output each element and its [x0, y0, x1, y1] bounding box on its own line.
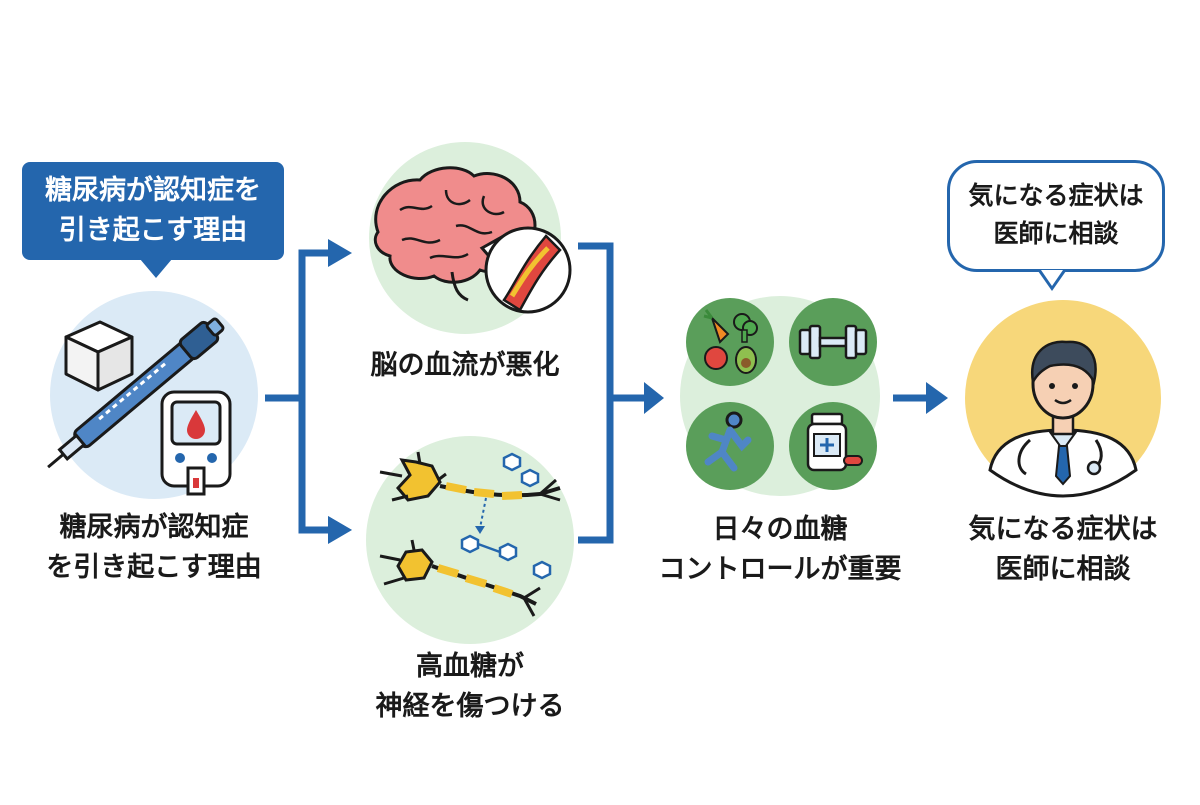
- brain-caption-text: 脳の血流が悪化: [370, 350, 560, 381]
- diabetes-caption-line-1: 糖尿病が認知症: [59, 512, 249, 543]
- merge-bracket: [578, 242, 648, 544]
- bubble-line-1: 気になる症状は: [968, 181, 1144, 210]
- neuron-icon: [379, 451, 561, 617]
- branch-arrow: [265, 249, 330, 534]
- sugar-cube-icon: [64, 320, 134, 392]
- glucose-meter-icon: [160, 390, 232, 496]
- vegetables-icon: [703, 309, 758, 374]
- medicine-bottle-icon: [806, 412, 863, 472]
- running-circle: [686, 402, 774, 490]
- doctor-icon: [988, 340, 1138, 498]
- arrow-to-doctor: [893, 382, 948, 414]
- neuron-caption: 高血糖が 神経を傷つける: [345, 647, 595, 727]
- doctor-caption: 気になる症状は 医師に相談: [950, 510, 1176, 590]
- title-box: 糖尿病が認知症を 引き起こす理由: [22, 162, 284, 278]
- diabetes-caption: 糖尿病が認知症 を引き起こす理由: [20, 508, 288, 588]
- vegetables-circle: [686, 298, 774, 386]
- control-caption: 日々の血糖 コントロールが重要: [645, 510, 915, 590]
- title-line-2: 引き起こす理由: [58, 215, 248, 246]
- arrow-head-top: [328, 239, 352, 267]
- diabetes-caption-line-2: を引き起こす理由: [46, 552, 262, 583]
- control-caption-line-2: コントロールが重要: [658, 554, 902, 585]
- running-person-icon: [704, 411, 752, 472]
- neuron-caption-line-1: 高血糖が: [416, 651, 524, 682]
- doctor-speech-bubble: 気になる症状は 医師に相談: [947, 160, 1165, 291]
- doctor-caption-line-2: 医師に相談: [995, 554, 1131, 585]
- title-line-1: 糖尿病が認知症を: [45, 175, 261, 206]
- title-box-tail: [140, 259, 172, 278]
- neuron-caption-line-2: 神経を傷つける: [375, 691, 565, 722]
- control-caption-line-1: 日々の血糖: [712, 514, 848, 545]
- dumbbell-icon: [798, 324, 868, 360]
- bubble-line-2: 医師に相談: [993, 219, 1119, 248]
- insulin-pen-icon: [47, 317, 225, 469]
- blood-vessel-icon: [479, 226, 572, 314]
- brain-caption: 脳の血流が悪化: [340, 346, 590, 386]
- doctor-caption-line-1: 気になる症状は: [968, 514, 1158, 545]
- arrow-head-merge: [644, 382, 664, 414]
